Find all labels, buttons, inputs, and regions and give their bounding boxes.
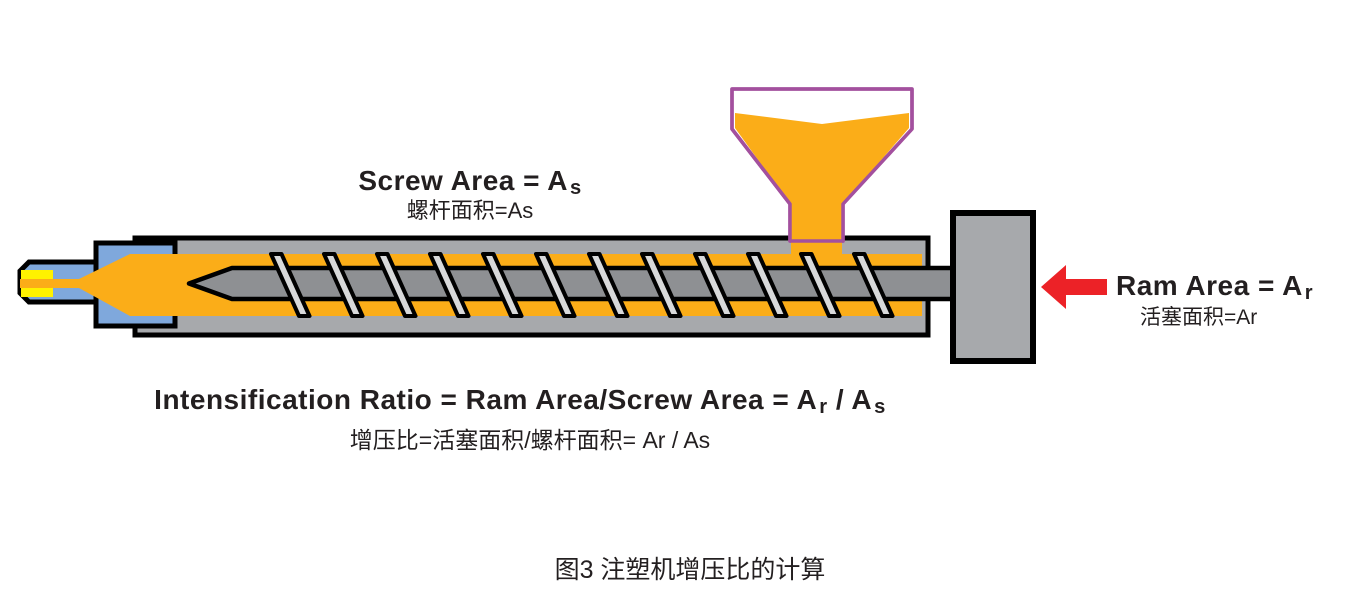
figure-caption: 图3 注塑机增压比的计算 <box>554 556 826 584</box>
hopper-material-fill <box>735 113 909 239</box>
screw-flight <box>375 252 418 318</box>
screw <box>186 252 958 318</box>
nozzle-tip-band-top <box>21 270 53 280</box>
nozzle-tip-band-bottom <box>21 287 53 297</box>
screw-flight <box>269 252 312 318</box>
screw-flight <box>852 252 895 318</box>
screw-flight <box>587 252 630 318</box>
screw-flight <box>799 252 842 318</box>
screw-flight <box>746 252 789 318</box>
ram-area-label-cn: 活塞面积=Ar <box>1140 306 1258 329</box>
ram-force-arrow-icon <box>1041 265 1107 309</box>
formula-subscript-r: r <box>819 396 828 419</box>
hopper-outline <box>730 87 914 243</box>
formula-subscript-s: s <box>874 396 886 419</box>
ram-area-label-en: Ram Area = Ar <box>1116 270 1313 306</box>
ram-area-subscript: r <box>1304 282 1314 305</box>
screw-area-label-cn: 螺杆面积=As <box>406 198 534 223</box>
screw-area-subscript: s <box>569 177 582 200</box>
screw-flight <box>322 252 365 318</box>
screw-area-label-en: Screw Area = As <box>250 165 690 201</box>
formula-base: Intensification Ratio = Ram Area/Screw A… <box>154 384 818 415</box>
ram-block <box>950 210 1036 364</box>
intensification-formula-en: Intensification Ratio = Ram Area/Screw A… <box>100 384 940 420</box>
screw-flight <box>481 252 524 318</box>
screw-flight <box>640 252 683 318</box>
ram-area-label-text: Ram Area = A <box>1116 270 1303 301</box>
screw-flight <box>534 252 577 318</box>
hopper <box>730 87 914 258</box>
screw-area-label-text: Screw Area = A <box>358 165 568 196</box>
screw-flight <box>693 252 736 318</box>
formula-divider: / A <box>827 384 873 415</box>
screw-shaft <box>186 265 958 302</box>
screw-flight <box>428 252 471 318</box>
intensification-formula-cn: 增压比=活塞面积/螺杆面积= Ar / As <box>349 427 711 453</box>
